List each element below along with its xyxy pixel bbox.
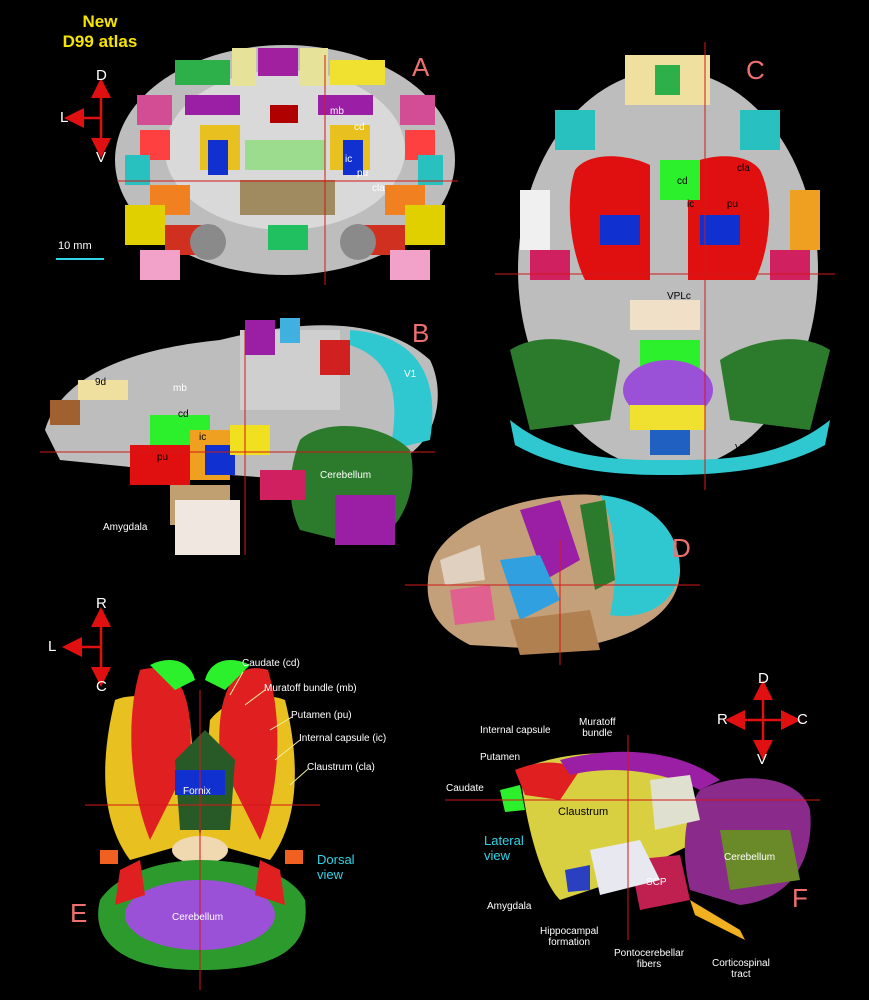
dorsal-view-line-2: view bbox=[317, 867, 344, 882]
label-f-corticospinal-line-2: tract bbox=[731, 969, 751, 980]
dir-label-r: R bbox=[96, 595, 107, 612]
label-f-claustrum: Claustrum bbox=[558, 806, 609, 818]
label-c-ic: ic bbox=[687, 199, 695, 210]
label-b-mb: mb bbox=[173, 383, 187, 394]
dir-label-d-2: D bbox=[758, 670, 769, 687]
lateral-view-line-1: Lateral bbox=[484, 833, 524, 848]
label-f-muratoff-line-2: bundle bbox=[582, 728, 613, 739]
label-b-ic: ic bbox=[199, 432, 207, 443]
dir-label-l-2: L bbox=[48, 638, 57, 655]
panel-letter-d: D bbox=[672, 533, 691, 563]
label-c-cd: cd bbox=[677, 176, 688, 187]
label-f-muratoff: Muratoff bundle bbox=[579, 717, 616, 739]
label-e-cerebellum: Cerebellum bbox=[172, 912, 224, 923]
dir-label-c-2: C bbox=[797, 711, 808, 728]
panel-letter-e: E bbox=[70, 898, 88, 928]
lateral-3d-f bbox=[500, 751, 811, 940]
label-f-putamen: Putamen bbox=[480, 752, 521, 763]
label-f-corticospinal-line-1: Corticospinal bbox=[712, 958, 770, 969]
label-e-fornix: Fornix bbox=[183, 786, 211, 797]
leader-lines-e bbox=[229, 671, 309, 786]
label-b-cd: cd bbox=[178, 409, 189, 420]
panel-letter-c: C bbox=[746, 55, 765, 85]
label-f-pontocerebellar-line-1: Pontocerebellar bbox=[614, 948, 685, 959]
label-f-caudate: Caudate bbox=[446, 783, 484, 794]
label-f-hippocampal-line-2: formation bbox=[548, 937, 591, 948]
sagittal-slice-b bbox=[45, 318, 438, 555]
panel-letter-a: A bbox=[412, 52, 430, 82]
label-b-v1: V1 bbox=[404, 369, 417, 380]
dir-label-v-2: V bbox=[757, 751, 768, 768]
orientation-arrows-sagittal bbox=[725, 680, 801, 760]
label-a-pu: pu bbox=[357, 168, 369, 179]
label-b-amygdala: Amygdala bbox=[103, 522, 148, 533]
coronal-slice-a bbox=[115, 45, 455, 280]
panel-letter-b: B bbox=[412, 318, 430, 348]
dir-label-d: D bbox=[96, 67, 107, 84]
label-e-putamen: Putamen (pu) bbox=[291, 710, 352, 721]
dorsal-3d-e bbox=[98, 660, 306, 970]
orientation-arrows-coronal bbox=[64, 78, 111, 158]
label-a-mb: mb bbox=[330, 106, 344, 117]
label-f-hippocampal: Hippocampal formation bbox=[540, 926, 598, 948]
label-b-cerebellum: Cerebellum bbox=[320, 470, 372, 481]
dir-label-r-2: R bbox=[717, 711, 728, 728]
dorsal-view-line-1: Dorsal bbox=[317, 852, 355, 867]
label-f-muratoff-line-1: Muratoff bbox=[579, 717, 616, 728]
label-f-pontocerebellar-line-2: fibers bbox=[636, 959, 662, 970]
panel-letter-f: F bbox=[792, 883, 808, 913]
dorsal-view-label: Dorsal view bbox=[317, 852, 355, 882]
label-e-claustrum: Claustrum (cla) bbox=[307, 762, 375, 773]
label-e-muratoff: Muratoff bundle (mb) bbox=[264, 683, 357, 694]
label-c-v1: V1 bbox=[735, 443, 748, 454]
label-b-pu: pu bbox=[157, 452, 169, 463]
label-c-cla: cla bbox=[737, 163, 750, 174]
lateral-view-line-2: view bbox=[484, 848, 511, 863]
label-b-9d: 9d bbox=[95, 377, 107, 388]
label-a-cd: cd bbox=[354, 122, 365, 133]
lateral-view-label: Lateral view bbox=[484, 833, 524, 863]
label-c-pu: pu bbox=[727, 199, 739, 210]
label-f-scp: SCP bbox=[646, 877, 667, 888]
horizontal-slice-c bbox=[510, 55, 830, 475]
title-line-1: New bbox=[82, 12, 118, 31]
label-f-hippocampal-line-1: Hippocampal bbox=[540, 926, 599, 937]
title-line-2: D99 atlas bbox=[62, 32, 138, 51]
label-f-pontocerebellar: Pontocerebellar fibers bbox=[614, 948, 684, 970]
brain-3d-d bbox=[427, 494, 680, 655]
label-e-internal-capsule: Internal capsule (ic) bbox=[299, 733, 387, 744]
dir-label-v: V bbox=[96, 149, 107, 166]
dir-label-c: C bbox=[96, 678, 107, 695]
label-e-caudate: Caudate (cd) bbox=[242, 658, 300, 669]
orientation-arrows-horizontal bbox=[62, 607, 111, 687]
scale-bar-label: 10 mm bbox=[58, 240, 92, 252]
label-a-cla: cla bbox=[372, 183, 385, 194]
label-c-vplc: VPLc bbox=[667, 291, 691, 302]
figure-title: New D99 atlas bbox=[45, 12, 155, 52]
label-a-ic: ic bbox=[345, 154, 353, 165]
dir-label-l: L bbox=[60, 109, 69, 126]
label-f-internal-capsule: Internal capsule bbox=[480, 725, 551, 736]
label-f-amygdala: Amygdala bbox=[487, 901, 532, 912]
label-f-corticospinal: Corticospinal tract bbox=[712, 958, 770, 980]
label-f-cerebellum: Cerebellum bbox=[724, 852, 776, 863]
